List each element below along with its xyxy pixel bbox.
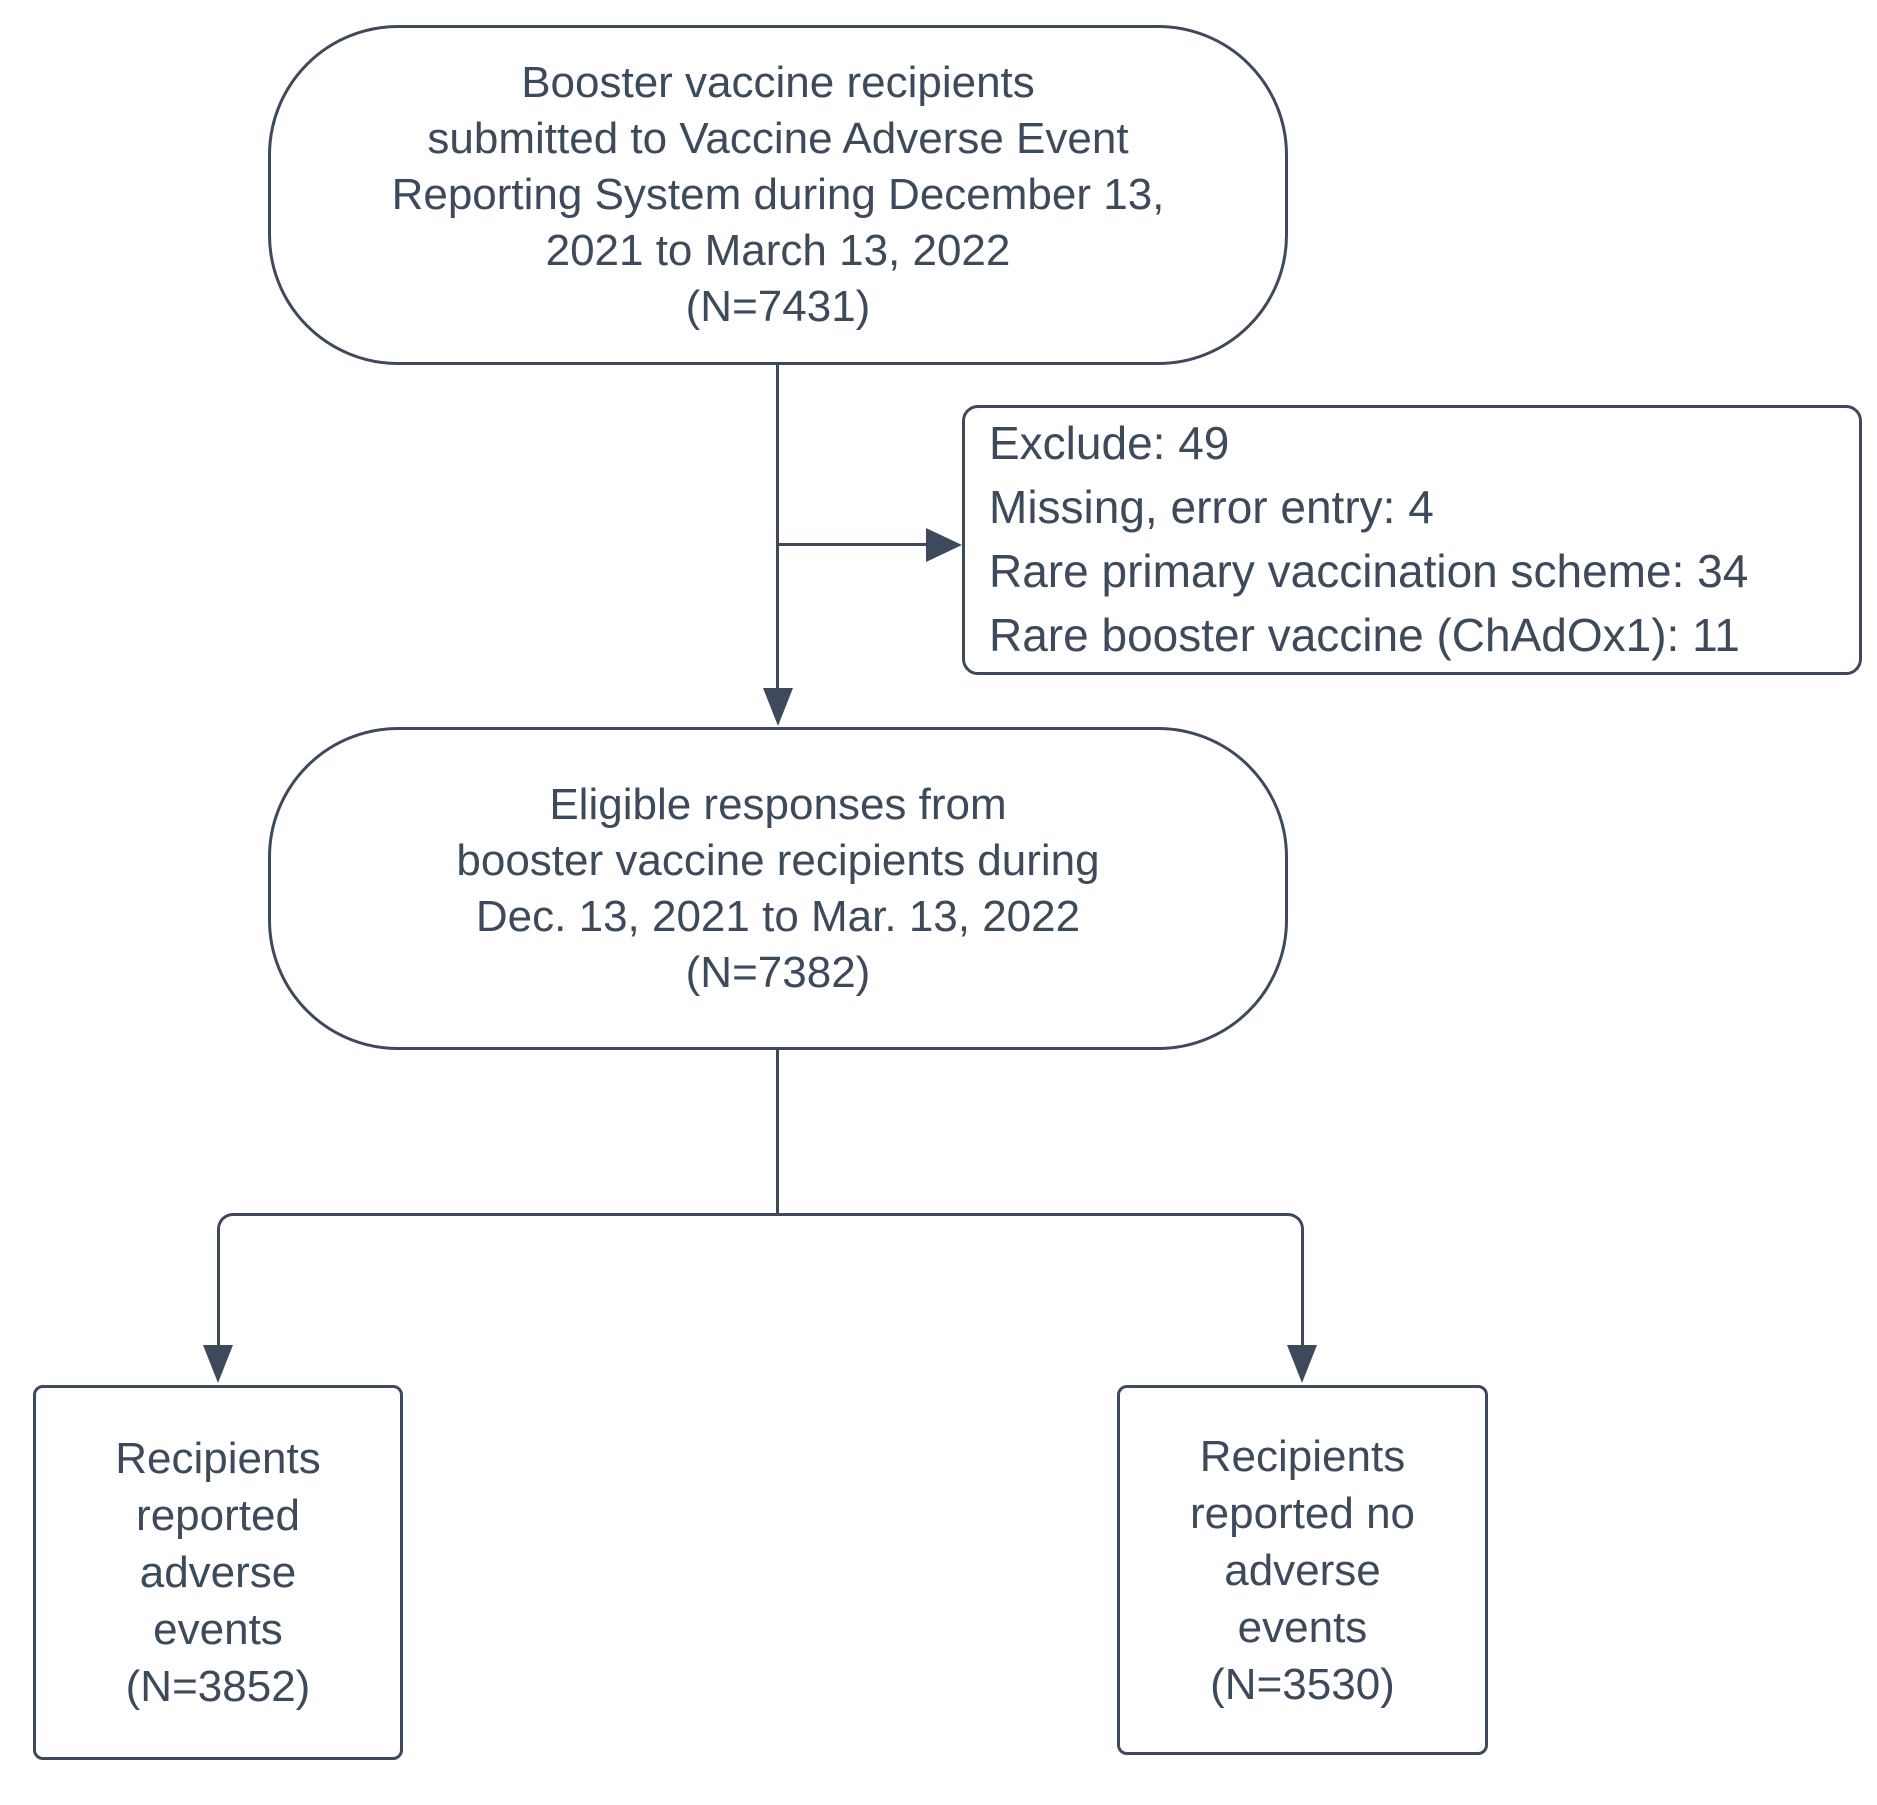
connector-eligible-to-branch (776, 1050, 779, 1216)
node-no-adverse-events-text: Recipients reported no adverse events (N… (1189, 1431, 1416, 1709)
node-source-text: Booster vaccine recipients submitted to … (391, 58, 1165, 331)
connector-to-exclusions (778, 543, 926, 546)
arrowhead-down-right-icon (1287, 1345, 1317, 1383)
node-source-population: Booster vaccine recipients submitted to … (268, 25, 1288, 365)
arrowhead-down-icon (763, 688, 793, 726)
arrowhead-right-icon (926, 528, 962, 562)
node-adverse-events: Recipients reported adverse events (N=38… (33, 1385, 403, 1760)
node-adverse-events-text: Recipients reported adverse events (N=38… (115, 1434, 321, 1711)
node-eligible-text: Eligible responses from booster vaccine … (456, 779, 1100, 997)
node-no-adverse-events: Recipients reported no adverse events (N… (1117, 1385, 1488, 1755)
arrowhead-down-left-icon (203, 1345, 233, 1383)
connector-source-to-eligible (776, 364, 779, 690)
node-eligible-responses: Eligible responses from booster vaccine … (268, 727, 1288, 1050)
node-exclusions-text: Exclude: 49 Missing, error entry: 4 Rare… (989, 417, 1749, 661)
node-exclusions: Exclude: 49 Missing, error entry: 4 Rare… (962, 405, 1862, 675)
branch-connector (217, 1213, 1304, 1349)
